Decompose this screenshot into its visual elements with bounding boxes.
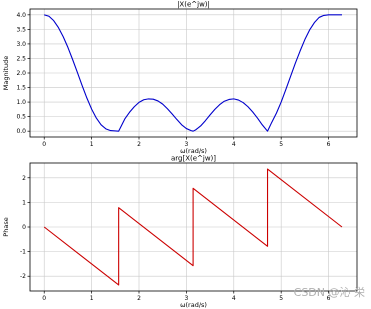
subplot2-x-axis-label: ω(rad/s) [180,301,207,309]
subplot2-x-tick-label: 2 [137,295,141,302]
watermark: CSDN @沁 栄 [293,286,365,299]
subplot2-y-tick-label: 0 [22,224,26,231]
subplot1-y-tick-label: 1.0 [16,99,26,106]
subplot1-y-tick-label: 2.5 [16,55,26,62]
subplot1-y-tick-label: 1.5 [16,85,26,92]
subplot1-x-tick-label: 2 [137,141,141,148]
subplot2-y-tick-label: 1 [22,199,26,206]
subplot2-y-tick-label: -2 [20,273,26,280]
subplot1-y-tick-label: 3.0 [16,41,26,48]
subplot1-y-tick-label: 3.5 [16,26,26,33]
subplot1-x-tick-label: 3 [184,141,188,148]
subplot2-x-tick-label: 0 [42,295,46,302]
subplot2-x-tick-label: 1 [90,295,94,302]
subplot1-x-tick-label: 4 [232,141,236,148]
subplot1-y-axis-label: Magnitude [2,56,10,90]
subplot2-y-tick-label: -1 [20,249,26,256]
subplot1-y-tick-label: 0.5 [16,114,26,121]
subplot2-series-line [43,168,343,286]
subplot2-y-axis-label: Phase [2,217,10,236]
subplot2-x-tick-label: 6 [327,295,331,302]
subplot2-y-tick-label: 2 [22,175,26,182]
subplot1-y-tick-label: 0.0 [16,128,26,135]
subplot2-x-tick-label: 5 [279,295,283,302]
subplot1-x-axis-label: ω(rad/s) [180,147,207,155]
subplot2-x-tick-label: 3 [184,295,188,302]
subplot2-x-tick-label: 4 [232,295,236,302]
subplot1-x-tick-label: 5 [279,141,283,148]
subplot1-x-tick-label: 1 [90,141,94,148]
subplot1-y-tick-label: 2.0 [16,70,26,77]
subplot1-series-line [44,14,342,132]
subplot1-title: |X(e^jw)| [177,1,210,9]
subplot1-x-tick-label: 0 [42,141,46,148]
subplot2-title: arg[X(e^jw)] [171,155,216,163]
subplot1-y-tick-label: 4.0 [16,12,26,19]
subplot1-x-tick-label: 6 [327,141,331,148]
